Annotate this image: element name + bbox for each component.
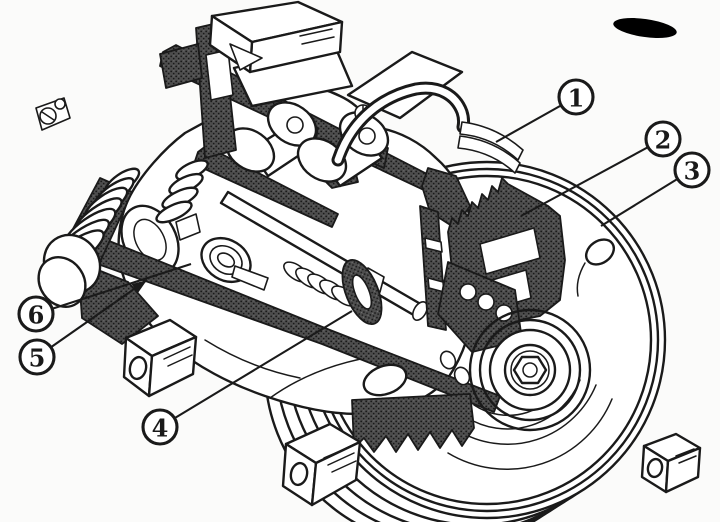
callout-number-5: 5 (29, 344, 46, 373)
callout-number-1: 1 (568, 84, 585, 113)
callout-bubble-6 (17, 295, 55, 333)
callout-number-6: 6 (28, 301, 45, 330)
callout-number-4: 4 (152, 414, 169, 443)
top-box (208, 0, 344, 74)
pulley-hub (437, 261, 592, 432)
shaft-bearing (200, 236, 269, 291)
mounting-foot-center (281, 422, 362, 507)
shaft-nut (512, 355, 548, 385)
bellows (37, 167, 141, 308)
callout-arrowhead-5 (131, 280, 147, 294)
left-flange-bolts (35, 97, 71, 131)
top-mounting-bracket (159, 0, 354, 159)
coil-spring (283, 261, 357, 307)
stator-strip (419, 205, 447, 331)
cylinder-front (224, 101, 318, 178)
callout-leader-2 (520, 138, 664, 217)
discharge-pipe-assembly (331, 50, 524, 174)
scan-smudge (613, 18, 677, 38)
bottom-lamination-teeth (351, 393, 475, 453)
pipe-fitting (457, 121, 524, 174)
callout-number-3: 3 (684, 157, 701, 186)
callout-bubble-5 (18, 338, 56, 376)
ribbed-valve (155, 159, 209, 241)
mounting-foot-right (640, 432, 702, 494)
callout-bubble-3 (673, 151, 711, 189)
callout-6: 6 (17, 263, 192, 333)
callout-5: 5 (18, 279, 148, 376)
callout-bubble-2 (644, 120, 682, 158)
callout-3: 3 (600, 151, 711, 227)
callout-leader-5 (36, 279, 148, 358)
internal-mechanism (200, 101, 447, 397)
callout-1: 1 (495, 78, 595, 143)
swash-plate (341, 259, 383, 325)
callout-bubble-1 (557, 78, 595, 116)
pipe-inner (334, 84, 468, 164)
mounting-foot-left (122, 318, 198, 398)
callout-2: 2 (520, 120, 682, 217)
callout-number-2: 2 (655, 126, 672, 155)
callout-leader-4 (159, 310, 353, 428)
piston-dome (362, 363, 408, 397)
callout-bubble-4 (141, 408, 179, 446)
callout-4: 4 (141, 310, 353, 446)
callout-leader-6 (35, 263, 192, 315)
